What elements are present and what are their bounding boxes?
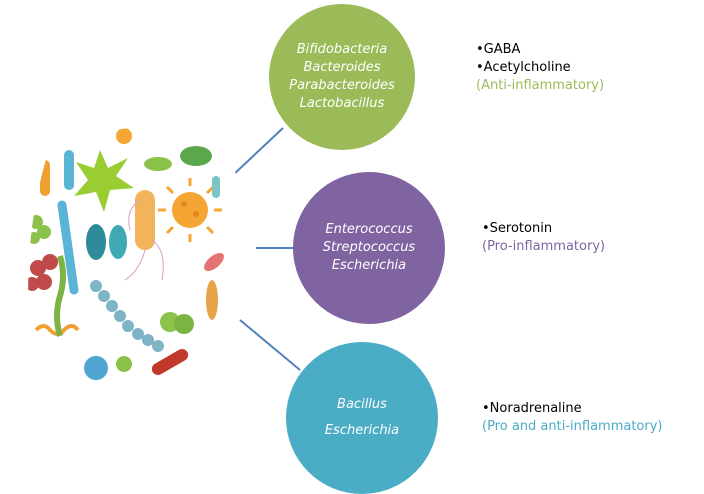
connector-line-3	[239, 319, 301, 371]
neurotransmitter-item: •Noradrenaline	[482, 401, 582, 416]
bacteria-name: Bacteroides	[303, 60, 381, 75]
effect-label: (Pro and anti-inflammatory)	[482, 419, 663, 434]
connector-lines	[231, 127, 301, 371]
neurotransmitter-info-2: •Serotonin (Pro-inflammatory)	[482, 220, 605, 256]
effect-label: (Pro-inflammatory)	[482, 239, 606, 254]
connector-line-1	[231, 127, 284, 177]
amoeba-icon	[74, 150, 134, 212]
effect-label: (Anti-inflammatory)	[476, 78, 605, 93]
neurotransmitter-item: •Acetylcholine	[476, 60, 571, 75]
bacteria-name: Parabacteroides	[289, 78, 395, 93]
bacteria-name: Lactobacillus	[299, 96, 385, 111]
neurotransmitter-info-1: •GABA •Acetylcholine (Anti-inflammatory)	[476, 41, 604, 95]
bacteria-name: Escherichia	[324, 423, 400, 438]
bacteria-name: Enterococcus	[325, 222, 413, 237]
bacteria-name: Escherichia	[331, 258, 407, 273]
virus-icon	[158, 178, 222, 242]
neurotransmitter-info-3: •Noradrenaline (Pro and anti-inflammator…	[482, 400, 662, 436]
bacteria-name: Streptococcus	[322, 240, 416, 255]
bacillus-icon	[124, 190, 164, 281]
bacteria-group-1: Bifidobacteria Bacteroides Parabacteroid…	[269, 4, 415, 150]
neurotransmitter-item: •GABA	[476, 42, 521, 57]
phage-icon	[84, 356, 108, 380]
streptococcus-icon	[90, 280, 164, 352]
bacteria-name: Bifidobacteria	[296, 42, 388, 57]
cluster-icon	[28, 254, 58, 291]
bacteria-group-3: Bacillus Escherichia	[286, 342, 438, 494]
rod-chain-icon	[57, 200, 79, 295]
bacteria-name: Bacillus	[337, 397, 387, 412]
coccus-icon	[86, 224, 106, 260]
neurotransmitter-item: •Serotonin	[482, 221, 553, 236]
bacteria-group-2: Enterococcus Streptococcus Escherichia	[293, 172, 445, 324]
